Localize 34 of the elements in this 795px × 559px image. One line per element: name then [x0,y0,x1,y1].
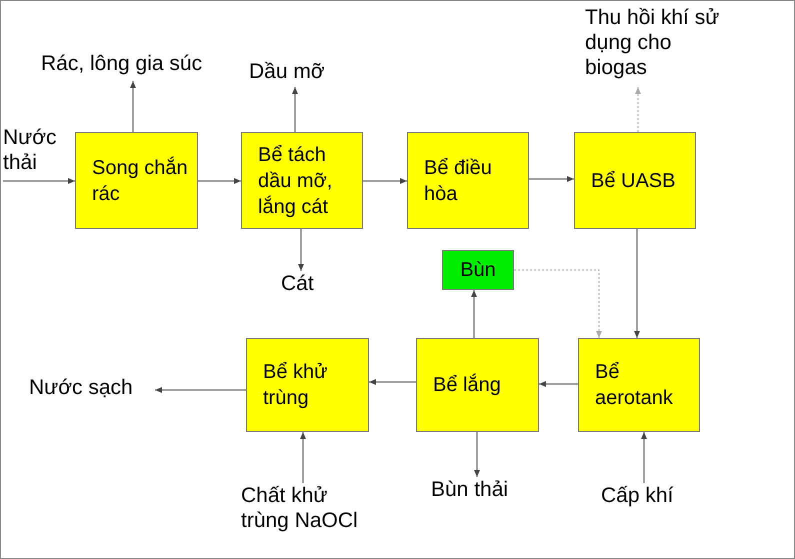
arrow [368,379,416,385]
arrow [635,86,641,132]
flow-label: Thu hồi khí sử dụng cho biogas [585,5,735,87]
arrow [362,178,408,184]
flow-label: Bùn thải [431,477,527,505]
arrow [154,387,246,393]
process-box: Bể tách dầu mỡ, lắng cát [241,132,363,229]
flow-label: Rác, lông gia súc [41,51,233,81]
arrow [641,432,647,484]
arrow [300,432,306,484]
flow-label: Cát [281,271,321,299]
process-box: Bể lắng [416,338,539,432]
flow-label: Cấp khí [601,483,691,511]
process-box: Song chắn rác [75,132,198,229]
flow-label: Nước thải [3,125,73,181]
process-box: Bể UASB [574,132,696,229]
arrow [292,86,298,132]
process-box: Bể aerotank [578,338,700,432]
arrow [528,176,574,182]
arrow [298,228,304,272]
arrow [2,178,76,184]
arrow [474,432,480,478]
arrow [634,228,640,338]
arrow [538,381,578,387]
flow-label: Dầu mỡ [249,59,341,87]
output-box: Bùn [442,250,514,290]
flow-label: Chất khử trùng NaOCl [241,483,371,537]
process-box: Bể điều hòa [407,132,529,229]
process-box: Bể khử trùng [246,338,369,432]
arrow [130,80,136,132]
arrow [198,178,242,184]
arrow [514,270,602,338]
flow-label: Nước sạch [29,375,155,403]
arrow [471,290,477,338]
